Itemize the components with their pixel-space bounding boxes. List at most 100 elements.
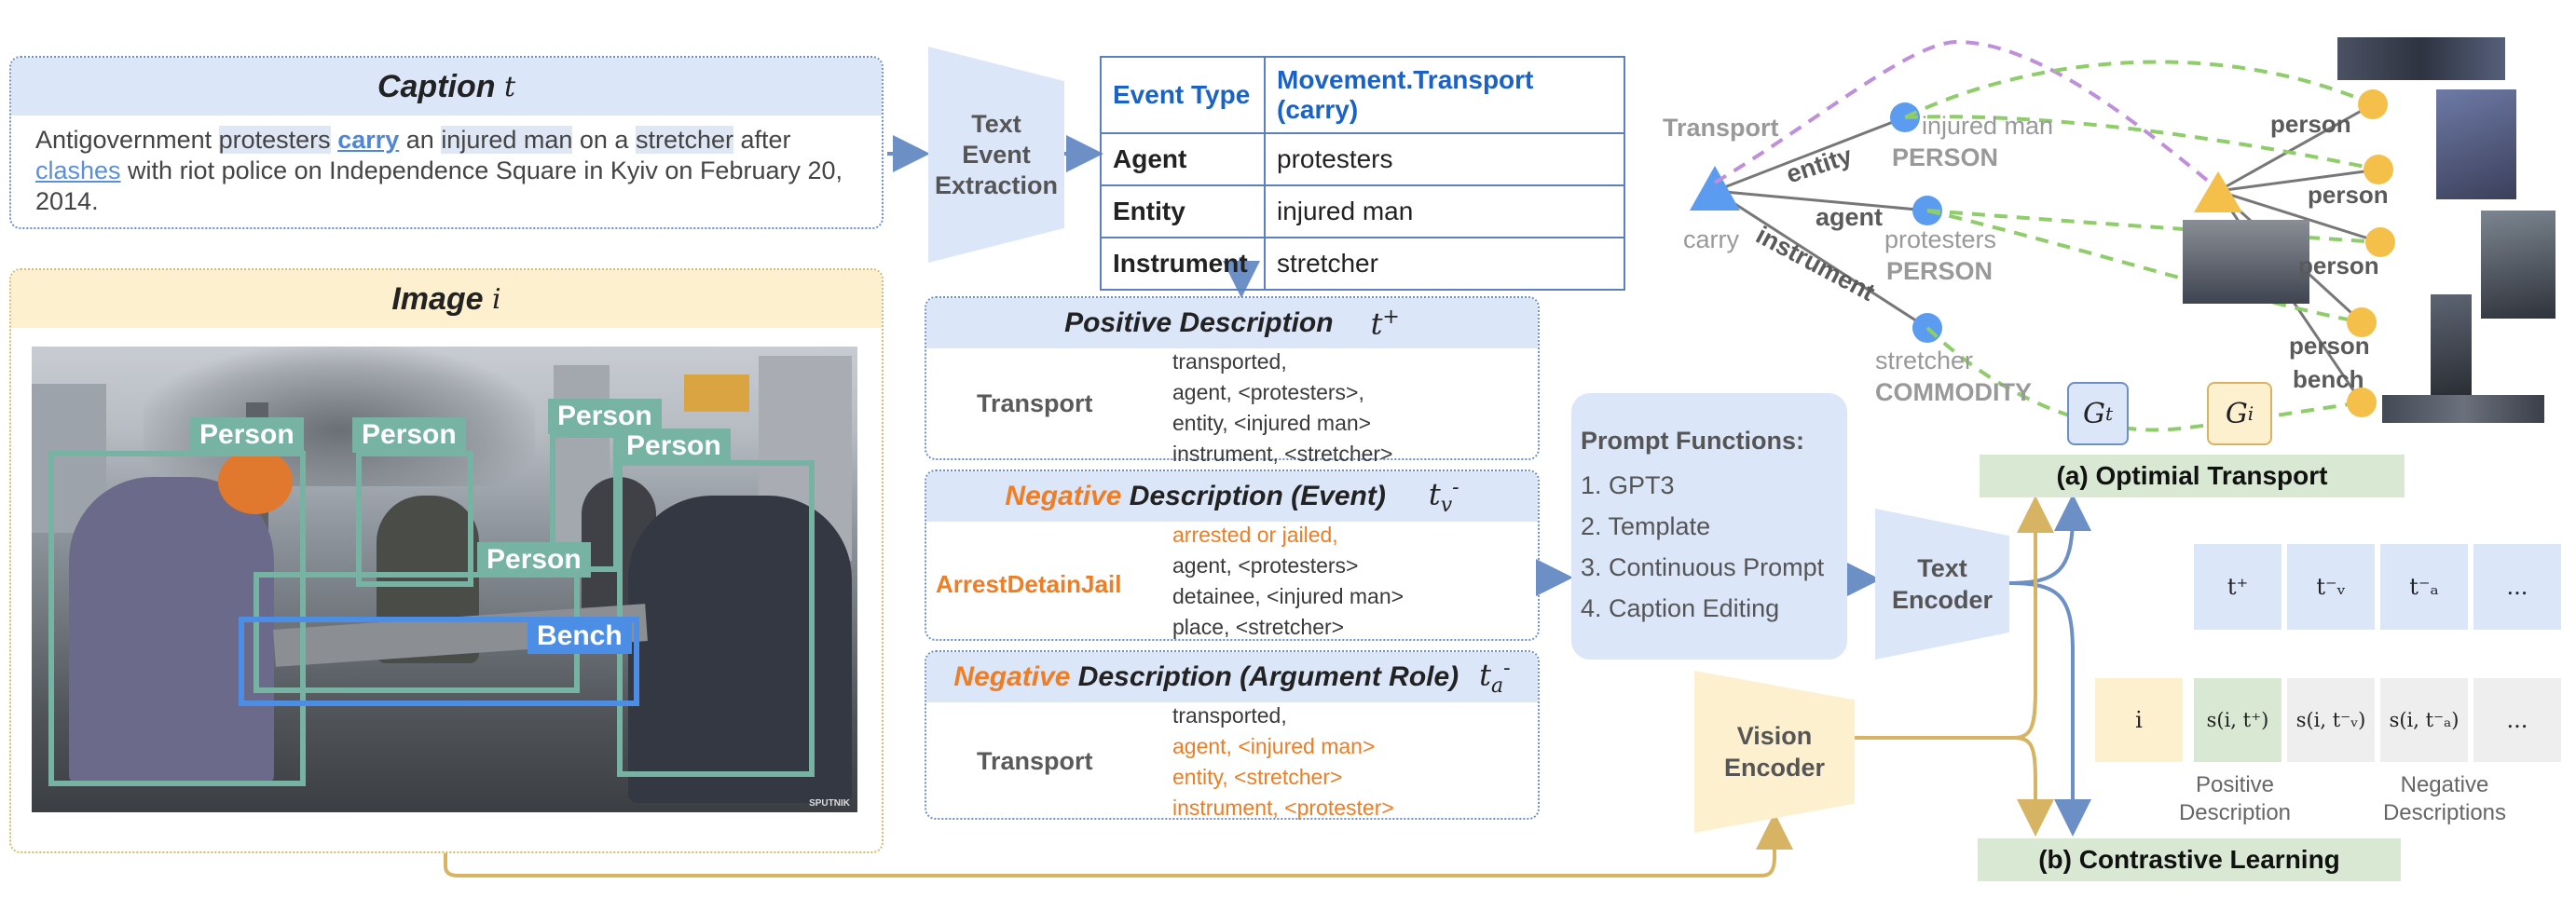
role-instrument: Instrument — [1100, 237, 1266, 291]
event-type-header: Event Type — [1100, 56, 1266, 134]
negative-event-title-neg: Negative — [1005, 481, 1122, 511]
text-cell-neg-arg: t⁻ₐ — [2380, 544, 2468, 630]
caption-panel: Caption t Antigovernment protesters carr… — [9, 56, 884, 229]
image-symbol: i — [492, 282, 501, 316]
image-header: Image i — [11, 270, 882, 328]
bbox-label-person-2: Person — [352, 417, 466, 453]
positive-event-type: Transport — [977, 389, 1093, 417]
node-type-protesters: PERSON — [1886, 257, 1994, 285]
caption-protesters: protesters — [218, 126, 331, 154]
caption-carry-link[interactable]: carry — [337, 126, 400, 154]
text-cell-positive: t⁺ — [2194, 544, 2281, 630]
graph-trigger-type: Transport — [1663, 114, 1779, 142]
positive-description-caption: Positive Description — [2178, 772, 2292, 825]
negative-event-panel: Negative Description (Event) tv- ArrestD… — [925, 469, 1540, 641]
image-node-label-4: person — [2289, 332, 2370, 360]
edge-agent — [1714, 189, 1928, 212]
arg-instrument: stretcher — [1264, 237, 1625, 291]
bbox-bench[interactable] — [239, 617, 639, 706]
negative-argument-header: Negative Description (Argument Role) ta- — [926, 652, 1538, 702]
prompt-functions-box: Prompt Functions: 1. GPT3 2. Template 3.… — [1571, 393, 1847, 660]
image-node-label-3: person — [2298, 252, 2379, 279]
text-encoder-label: Text Encoder — [1891, 554, 1994, 614]
event-type-value: Movement.Transport (carry) — [1264, 56, 1625, 134]
score-cell-neg-arg: s(i, t⁻ₐ) — [2380, 678, 2468, 762]
arg-entity: injured man — [1264, 184, 1625, 238]
bbox-person-2[interactable] — [356, 451, 473, 587]
negative-argument-panel: Negative Description (Argument Role) ta-… — [925, 650, 1540, 820]
trigger-alignment-line — [1713, 39, 2216, 188]
graph-trigger-word: carry — [1683, 225, 1739, 253]
event-photo: SPUTNIK — [32, 347, 857, 812]
caption-injured-man: injured man — [441, 126, 573, 154]
arrow-image-to-vision-encoder — [444, 812, 1793, 878]
arrow-text-encoder-to-ot — [2008, 494, 2091, 585]
score-cell-positive: s(i, t⁺) — [2194, 678, 2281, 762]
positive-symbol: t+ — [1370, 305, 1400, 342]
edge-instrument — [1714, 189, 1928, 330]
node-image-person-2 — [2364, 155, 2393, 184]
arrow-vision-encoder-to-cl — [2012, 736, 2054, 837]
arrow-text-encoder-to-cl — [2008, 581, 2091, 837]
node-image-person-4 — [2347, 307, 2377, 337]
positive-description-header: Positive Description t+ — [926, 298, 1538, 348]
trigger-node-carry — [1690, 166, 1740, 211]
image-node-label-2: person — [2308, 181, 2389, 209]
image-node-label-5: bench — [2293, 365, 2364, 393]
node-image-person-1 — [2358, 89, 2388, 119]
prompt-item-template: 2. Template — [1581, 512, 1711, 540]
text-event-extraction-block: Text Event Extraction — [928, 47, 1064, 263]
vision-encoder-label: Vision Encoder — [1723, 722, 1826, 782]
text-cell-neg-event: t⁻ᵥ — [2287, 544, 2375, 630]
optimal-transport-label: (a) Optimial Transport — [1980, 455, 2405, 497]
node-label-protesters: protesters — [1884, 225, 1997, 253]
negative-event-symbol: tv- — [1428, 475, 1459, 518]
image-title: Image — [391, 280, 484, 317]
node-label-injured-man: injured man — [1922, 112, 2054, 140]
negative-event-title-rest: Description (Event) — [1121, 481, 1386, 511]
text-encoder-block: Text Encoder — [1875, 509, 2009, 660]
edge-entity — [1714, 116, 1906, 193]
crop-person-2 — [2183, 220, 2309, 304]
negative-descriptions-caption: Negative Descriptions — [2382, 772, 2507, 825]
negative-argument-lines: transported, agent, <injured man> entity… — [1172, 703, 1394, 820]
negative-event-lines: arrested or jailed, agent, <protesters> … — [1172, 523, 1404, 639]
trigger-node-image — [2194, 171, 2242, 212]
crop-bench — [2337, 37, 2505, 80]
negative-event-header: Negative Description (Event) tv- — [926, 471, 1538, 522]
caption-title: Caption — [377, 68, 496, 104]
orange-helmet — [218, 449, 293, 514]
bbox-label-person-3: Person — [548, 399, 662, 434]
prompt-functions-list: 1. GPT3 2. Template 3. Continuous Prompt… — [1581, 465, 1847, 629]
node-label-stretcher: stretcher — [1875, 347, 1974, 374]
role-entity: Entity — [1100, 184, 1266, 238]
person-silhouette — [628, 496, 852, 803]
image-graph-nodes — [2194, 89, 2395, 417]
caption-clashes-link[interactable]: clashes — [35, 156, 121, 184]
negative-argument-symbol: ta- — [1479, 656, 1511, 699]
bbox-label-person-1: Person — [190, 417, 304, 453]
negative-argument-title-neg: Negative — [953, 661, 1071, 692]
prompt-functions-title: Prompt Functions: — [1581, 427, 1804, 455]
banner — [684, 374, 749, 412]
role-agent: Agent — [1100, 132, 1266, 186]
event-table: Event Type Movement.Transport (carry) Ag… — [1100, 56, 1625, 291]
crop-person-3 — [2481, 211, 2555, 319]
arg-agent: protesters — [1264, 132, 1625, 186]
prompt-item-gpt3: 1. GPT3 — [1581, 471, 1675, 499]
negative-argument-type: Transport — [977, 747, 1093, 775]
contrastive-learning-label: (b) Contrastive Learning — [1978, 838, 2401, 881]
text-event-extraction-label: Text Event Extraction — [934, 109, 1059, 199]
positive-description-lines: transported, agent, <protesters>, entity… — [1172, 349, 1393, 466]
bbox-label-person-4: Person — [617, 429, 731, 464]
crop-bench-2 — [2382, 395, 2544, 423]
score-cell-more: ... — [2473, 678, 2561, 762]
crop-person-4 — [2431, 294, 2472, 397]
score-cell-neg-event: s(i, t⁻ᵥ) — [2287, 678, 2375, 762]
image-node-label-1: person — [2270, 110, 2351, 138]
bbox-person-4[interactable] — [617, 460, 815, 777]
negative-argument-title-rest: Description (Argument Role) — [1070, 661, 1459, 692]
node-type-injured-man: PERSON — [1892, 143, 1999, 171]
